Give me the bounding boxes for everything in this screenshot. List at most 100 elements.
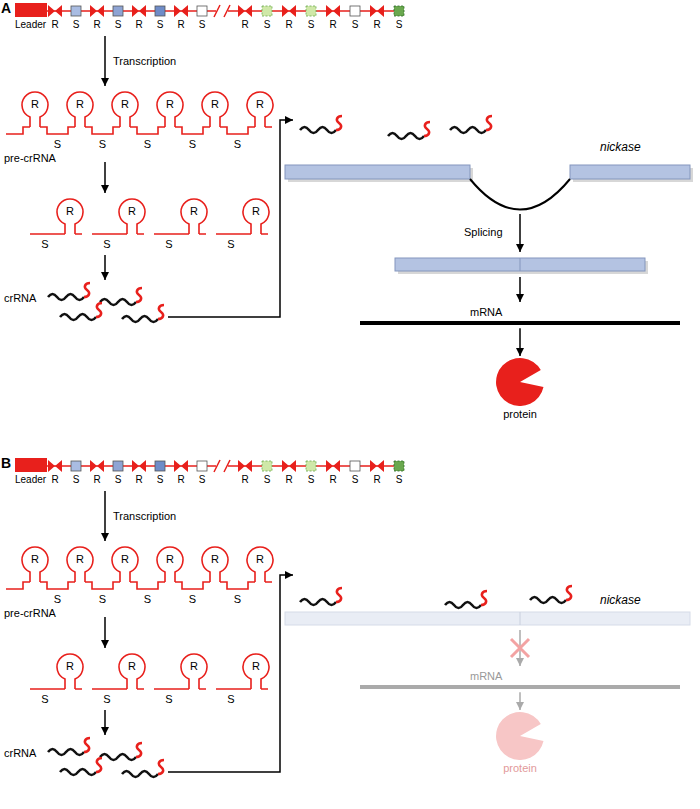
spacer-label: S [144,593,151,606]
spacer-label: S [41,693,48,706]
repeat-label: R [76,553,84,566]
spacer-label: S [308,19,315,31]
repeat-label: R [211,98,219,111]
repeat-label: R [241,474,248,486]
repeat-label: R [329,474,336,486]
spacer-label: S [264,474,271,486]
repeat-label: R [252,205,260,218]
leader-block [15,458,47,472]
spacer-label: S [227,238,234,251]
spacer-label: S [308,474,315,486]
repeat-label: R [256,553,264,566]
step-label: Transcription [113,510,176,523]
repeat-label: R [31,98,39,111]
protein-shape: protein [480,358,560,421]
nickase-gene [285,165,693,210]
leader-label: Leader [15,19,47,31]
spacer-label: S [54,138,61,151]
spacer-label: S [99,138,106,151]
spacer-label: S [396,474,403,486]
spacer-label: S [199,474,206,486]
repeat-label: R [128,205,136,218]
spacer-label: S [396,19,403,31]
protein-icon [496,358,544,406]
leader-block [15,3,47,17]
crrna-group [300,116,492,139]
stage-label: pre-crRNA [4,607,56,620]
repeat-label: R [66,660,74,673]
panel-letter: B [1,455,11,472]
protein-shape: protein [480,712,560,775]
leader-sequence: Leader [15,458,47,486]
spacer-label: S [189,138,196,151]
repeat-label: R [241,19,248,31]
mrna-label: mRNA [470,670,680,683]
spacer-label: S [73,19,80,31]
repeat-label: R [51,19,58,31]
repeat-label: R [51,474,58,486]
spacer-label: S [352,474,359,486]
repeat-label: R [211,553,219,566]
repeat-label: R [285,19,292,31]
repeat-label: R [76,98,84,111]
flow-arrow [519,692,521,710]
spacer-label: S [99,593,106,606]
repeat-label: R [373,19,380,31]
spacer-label: S [41,238,48,251]
mrna-strand: mRNA [360,670,680,689]
repeat-label: R [373,474,380,486]
protein-icon [496,712,544,760]
repeat-label: R [135,19,142,31]
crrna-group [300,586,572,608]
gene-label: nickase [600,140,641,154]
mrna-label: mRNA [470,306,680,319]
spacer-label: S [189,593,196,606]
spacer-label: S [144,138,151,151]
spacer-label: S [227,693,234,706]
repeat-label: R [121,98,129,111]
stage-label: crRNA [4,292,36,305]
panel-letter: A [1,0,11,17]
nickase-gene-silenced [285,612,690,625]
stage-label: crRNA [4,747,36,760]
crispr-processing [6,5,404,322]
spacer-label: S [165,238,172,251]
stage-label: pre-crRNA [4,152,56,165]
repeat-label: R [177,474,184,486]
spacer-label: S [115,474,122,486]
spacer-label: S [73,474,80,486]
leader-label: Leader [15,474,47,486]
spliced-gene [395,258,648,274]
gene-label: nickase [600,593,641,607]
step-label: Splicing [464,226,503,239]
repeat-label: R [252,660,260,673]
protein-label: protein [480,408,560,421]
repeat-label: R [128,660,136,673]
splicing-arrow [519,214,521,252]
spacer-label: S [352,19,359,31]
protein-icon [496,712,543,760]
leader-sequence: Leader [15,3,47,31]
spacer-label: S [157,19,164,31]
spacer-label: S [234,593,241,606]
repeat-label: R [121,553,129,566]
repeat-label: R [93,474,100,486]
repeat-label: R [166,98,174,111]
repeat-label: R [31,553,39,566]
block-cross [511,639,529,657]
repeat-label: R [135,474,142,486]
protein-icon [496,358,543,406]
repeat-label: R [285,474,292,486]
repeat-label: R [190,205,198,218]
repeat-label: R [93,19,100,31]
spacer-label: S [103,238,110,251]
spacer-label: S [234,138,241,151]
protein-label: protein [480,762,560,775]
spacer-label: S [264,19,271,31]
repeat-label: R [190,660,198,673]
repeat-label: R [177,19,184,31]
repeat-label: R [66,205,74,218]
spacer-label: S [199,19,206,31]
mrna-strand: mRNA [360,306,680,325]
repeat-label: R [329,19,336,31]
